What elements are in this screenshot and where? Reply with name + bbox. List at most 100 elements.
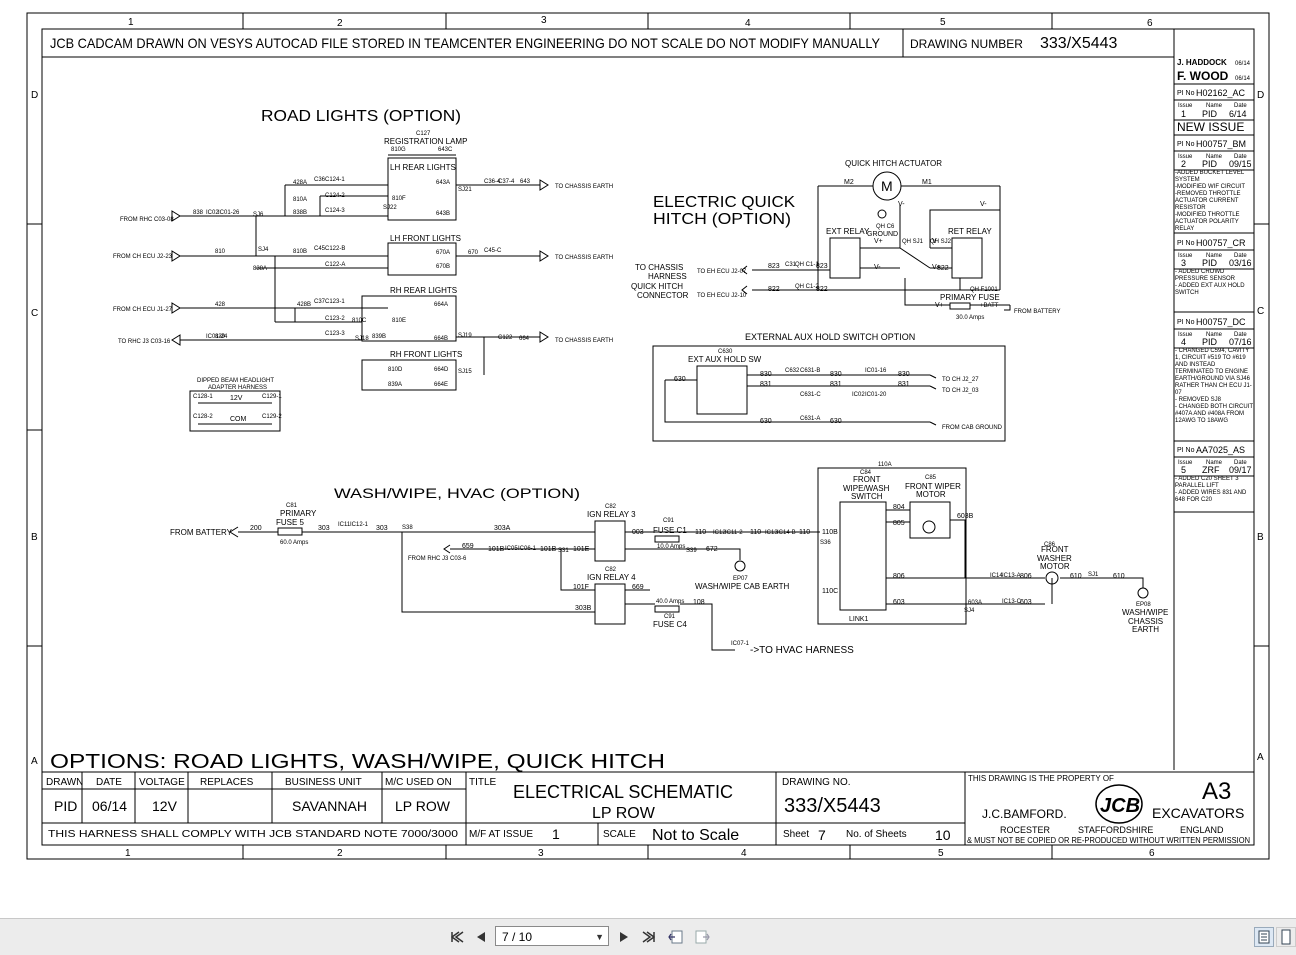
- qh-wire: 823: [816, 263, 828, 270]
- qh-wire: QH C1-2: [795, 284, 819, 290]
- from-ch-ecu-j2-23: FROM CH ECU J2-23: [113, 254, 173, 260]
- quick-hitch-title: ELECTRIC QUICK: [653, 194, 795, 211]
- ww-chassis-earth: WASH/WIPE: [1122, 608, 1168, 617]
- col-number: 3: [538, 848, 544, 859]
- first-page-button[interactable]: [448, 927, 468, 947]
- rev-checked-by: F. WOOD: [1177, 69, 1229, 83]
- ext-aux-wire: 830: [830, 371, 842, 378]
- ww-fuse-c4: FUSE C4: [653, 620, 687, 629]
- adapter-title: DIPPED BEAM HEADLIGHT: [197, 378, 274, 384]
- next-page-button[interactable]: [614, 927, 634, 947]
- rev-pi-label: PI No: [1177, 141, 1195, 148]
- rev-drawn-by: J. HADDOCK: [1177, 58, 1227, 67]
- single-page-icon: [1258, 930, 1270, 944]
- single-page-view-button[interactable]: [1254, 927, 1274, 947]
- ww-wire: 806: [893, 573, 905, 580]
- col-number: 3: [541, 15, 547, 26]
- tb-compliance: THIS HARNESS SHALL COMPLY WITH JCB STAND…: [48, 829, 459, 840]
- ww-ign-relay-3: C82: [605, 504, 617, 510]
- tb-no-sheets-label: No. of Sheets: [846, 829, 907, 840]
- ww-wire: 603: [893, 599, 905, 606]
- ww-wire: IC11-2: [725, 530, 743, 536]
- rev-note: - ADDED CROWD PRESSURE SENSOR: [1175, 269, 1236, 282]
- wire-label: 664E: [434, 382, 448, 388]
- ww-wiper-motor: MOTOR: [916, 490, 946, 499]
- col-number: 2: [337, 848, 343, 859]
- rev-col: Date: [1234, 460, 1247, 466]
- to-chassis-earth: TO CHASSIS EARTH: [555, 255, 613, 261]
- tb-no-sheets: 10: [935, 827, 951, 843]
- previous-page-button[interactable]: [471, 927, 491, 947]
- qh-wire: QH SJ1: [902, 239, 924, 245]
- ww-fuse-c4-rating: 40.0 Amps: [656, 599, 684, 605]
- ext-aux-wire: 630: [830, 418, 842, 425]
- ww-wire: 669: [632, 584, 644, 591]
- qh-ground: QH C6: [876, 224, 895, 230]
- go-back-view-button[interactable]: [666, 927, 686, 947]
- wire-label: 643C: [438, 147, 453, 153]
- rev-note: -MODIFIED THROTTLE ACTUATOR POLARITY REL…: [1175, 212, 1240, 232]
- ww-ign-relay-3: IGN RELAY 3: [587, 510, 636, 519]
- tb-sheet-label: Sheet: [783, 829, 809, 840]
- ww-fuse5: FUSE 5: [276, 518, 305, 527]
- wire-label: C123-1: [325, 299, 345, 305]
- tb-address: STAFFORDSHIRE: [1078, 825, 1153, 835]
- tb-mf-at-issue: 1: [552, 826, 560, 842]
- rev-note: -ADDED BUCKET LEVEL SYSTEM: [1175, 170, 1245, 183]
- tb-header: BUSINESS UNIT: [285, 777, 362, 788]
- rev-issue: 1: [1181, 109, 1186, 119]
- road-lights-section: ROAD LIGHTS (OPTION) C127 REGISTRATION L…: [113, 108, 613, 432]
- ww-wire: SJ1: [1088, 572, 1099, 578]
- qh-wire: V-: [898, 201, 905, 208]
- qh-to-eh-ecu: TO EH ECU J2-10: [697, 293, 747, 299]
- go-forward-view-button[interactable]: [692, 927, 712, 947]
- wire-label: 670: [468, 250, 479, 256]
- tb-scale: Not to Scale: [652, 827, 739, 844]
- tb-header: DATE: [96, 777, 122, 788]
- schematic-canvas: 1 2 3 4 5 6 1 2 3 4 5 6 D C B A D C B A …: [26, 12, 1270, 860]
- road-lights-wire-labels: 838 428A 810A 838B 810 810B 838A 428 428…: [193, 147, 531, 388]
- page-indicator: 7 / 10: [502, 930, 533, 944]
- ww-wire: 303: [376, 525, 388, 532]
- qh-to-chassis: QUICK HITCH: [631, 282, 683, 291]
- qh-to-chassis: TO CHASSIS: [635, 263, 683, 272]
- rev-name: PID: [1202, 159, 1218, 169]
- row-letter: A: [1257, 752, 1264, 763]
- ww-wire: 200: [250, 525, 262, 532]
- ww-wire: S38: [402, 525, 413, 531]
- wire-label: SJ22: [383, 205, 397, 211]
- wire-label: 428B: [297, 302, 311, 308]
- ww-wire: 603A: [968, 600, 982, 606]
- last-page-button[interactable]: [638, 927, 658, 947]
- col-number: 6: [1149, 848, 1155, 859]
- tb-mf-label: M/F AT ISSUE: [469, 829, 533, 840]
- qh-wire: V+: [874, 238, 883, 245]
- rev-pi-label: PI No: [1177, 240, 1195, 247]
- rev-col: Issue: [1178, 154, 1193, 160]
- wire-label: 664A: [434, 302, 448, 308]
- wire-label: C124-3: [325, 208, 345, 214]
- qh-ground: GROUND: [867, 231, 898, 238]
- wire-label: C124-2: [325, 193, 345, 199]
- ww-wire: IC06-1: [518, 546, 537, 552]
- road-lights-title: ROAD LIGHTS (OPTION): [261, 108, 461, 125]
- inner-frame: [41, 28, 1255, 846]
- ww-ign-relay-4: IGN RELAY 4: [587, 573, 636, 582]
- wire-label: SJ18: [355, 336, 369, 342]
- ext-aux-conn: IC02: [852, 392, 865, 398]
- chevron-down-icon[interactable]: ▼: [595, 932, 604, 942]
- wire-label: 839B: [372, 334, 386, 340]
- wire-label: C123-2: [325, 316, 345, 322]
- wire-label: C122-B: [325, 246, 345, 252]
- tb-header: DRAWING NO.: [782, 777, 851, 788]
- ww-wire: IC14: [990, 573, 1003, 579]
- ww-wire: 603B: [957, 513, 974, 520]
- wire-label: 643B: [436, 211, 450, 217]
- ww-fuse-c1: FUSE C1: [653, 526, 687, 535]
- page-number-input[interactable]: 7 / 10 ▼: [495, 926, 609, 946]
- rev-pi: H00757_CR: [1196, 238, 1246, 248]
- adapter-cell: C128-1: [193, 394, 213, 400]
- tb-voltage: 12V: [152, 798, 178, 814]
- ext-aux-wire: 831: [760, 381, 772, 388]
- continuous-view-button[interactable]: [1276, 927, 1296, 947]
